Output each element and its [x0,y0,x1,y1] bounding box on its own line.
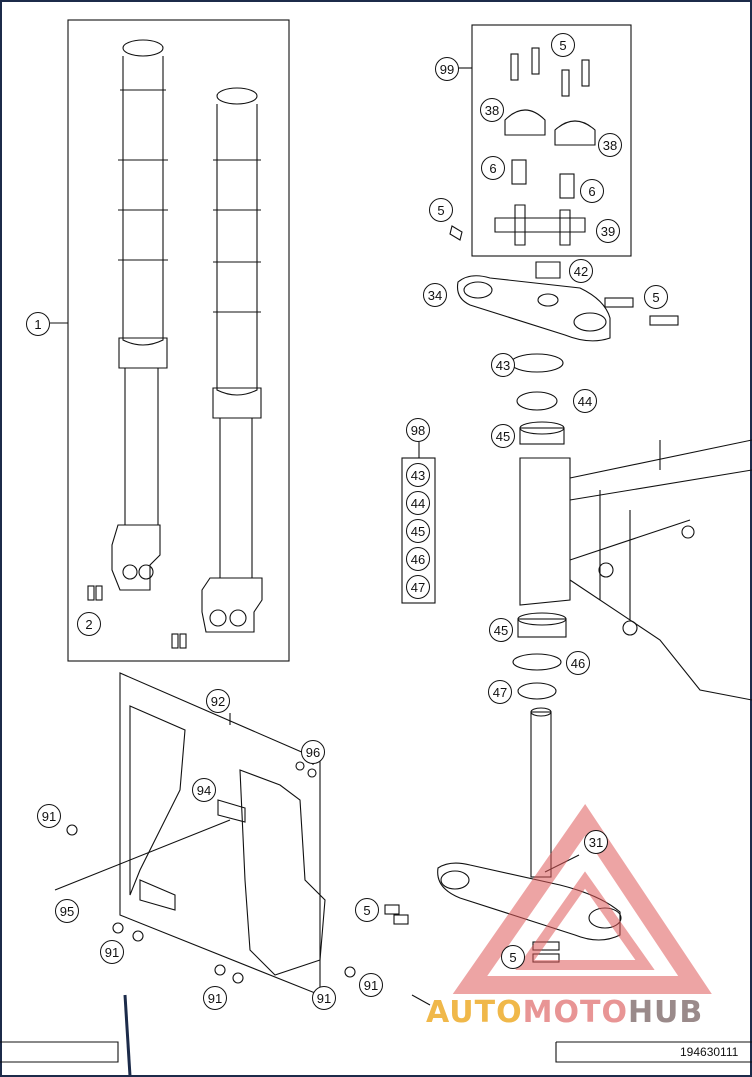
callout-47: 47 [488,680,512,704]
document-number: 194630111 [680,1045,739,1059]
callout-45: 45 [491,424,515,448]
kit-98-item-44: 44 [406,491,430,515]
callout-6: 6 [580,179,604,203]
callout-34: 34 [423,283,447,307]
callout-91: 91 [203,986,227,1010]
callout-44: 44 [573,389,597,413]
ring-47 [517,682,557,700]
watermark-part-2: MOTO [522,995,628,1030]
callout-94: 94 [192,778,216,802]
callout-42: 42 [569,259,593,283]
washer-43 [510,353,564,373]
kit-98-item-47: 47 [406,575,430,599]
callout-5: 5 [551,33,575,57]
fork-guard-frame [119,672,321,996]
callout-5: 5 [644,285,668,309]
ring-44 [516,391,558,411]
bolts-item-2 [87,585,187,649]
callout-5: 5 [355,898,379,922]
callout-92: 92 [206,689,230,713]
callout-5: 5 [429,198,453,222]
callout-91: 91 [312,986,336,1010]
callout-96: 96 [301,740,325,764]
callout-39: 39 [596,219,620,243]
watermark-part-1: AUTO [426,995,523,1030]
kit-99-frame [471,24,632,257]
callout-91: 91 [100,940,124,964]
callout-46: 46 [566,651,590,675]
kit-99-parts [494,47,596,246]
watermark-text: AUTOMOTOHUB [426,995,703,1030]
fork-group-frame [67,19,290,662]
bearing-45-bottom [517,612,567,638]
callout-91: 91 [37,804,61,828]
callout-5: 5 [501,945,525,969]
callout-6: 6 [481,156,505,180]
seal-46 [512,653,562,671]
callout-1: 1 [26,312,50,336]
callout-95: 95 [55,899,79,923]
upper-triple-clamp [456,275,611,342]
right-fork-guard [217,769,326,976]
kit-98-item-45: 45 [406,519,430,543]
bearing-45-top [519,421,565,445]
frame-head-tube [519,439,752,701]
callout-91: 91 [359,973,383,997]
callout-43: 43 [491,353,515,377]
callout-98: 98 [406,418,430,442]
callout-38: 38 [598,133,622,157]
callout-38: 38 [480,98,504,122]
right-fork-leg [201,87,263,633]
callout-99: 99 [435,57,459,81]
kit-98-item-43: 43 [406,463,430,487]
left-fork-leg [111,39,168,591]
callout-31: 31 [584,830,608,854]
watermark-part-3: HUB [627,995,704,1030]
kit-98-item-46: 46 [406,547,430,571]
rod-95 [54,819,231,891]
watermark-logo [452,804,712,994]
callout-45: 45 [489,618,513,642]
callout-2: 2 [77,612,101,636]
left-fork-guard [129,705,186,911]
